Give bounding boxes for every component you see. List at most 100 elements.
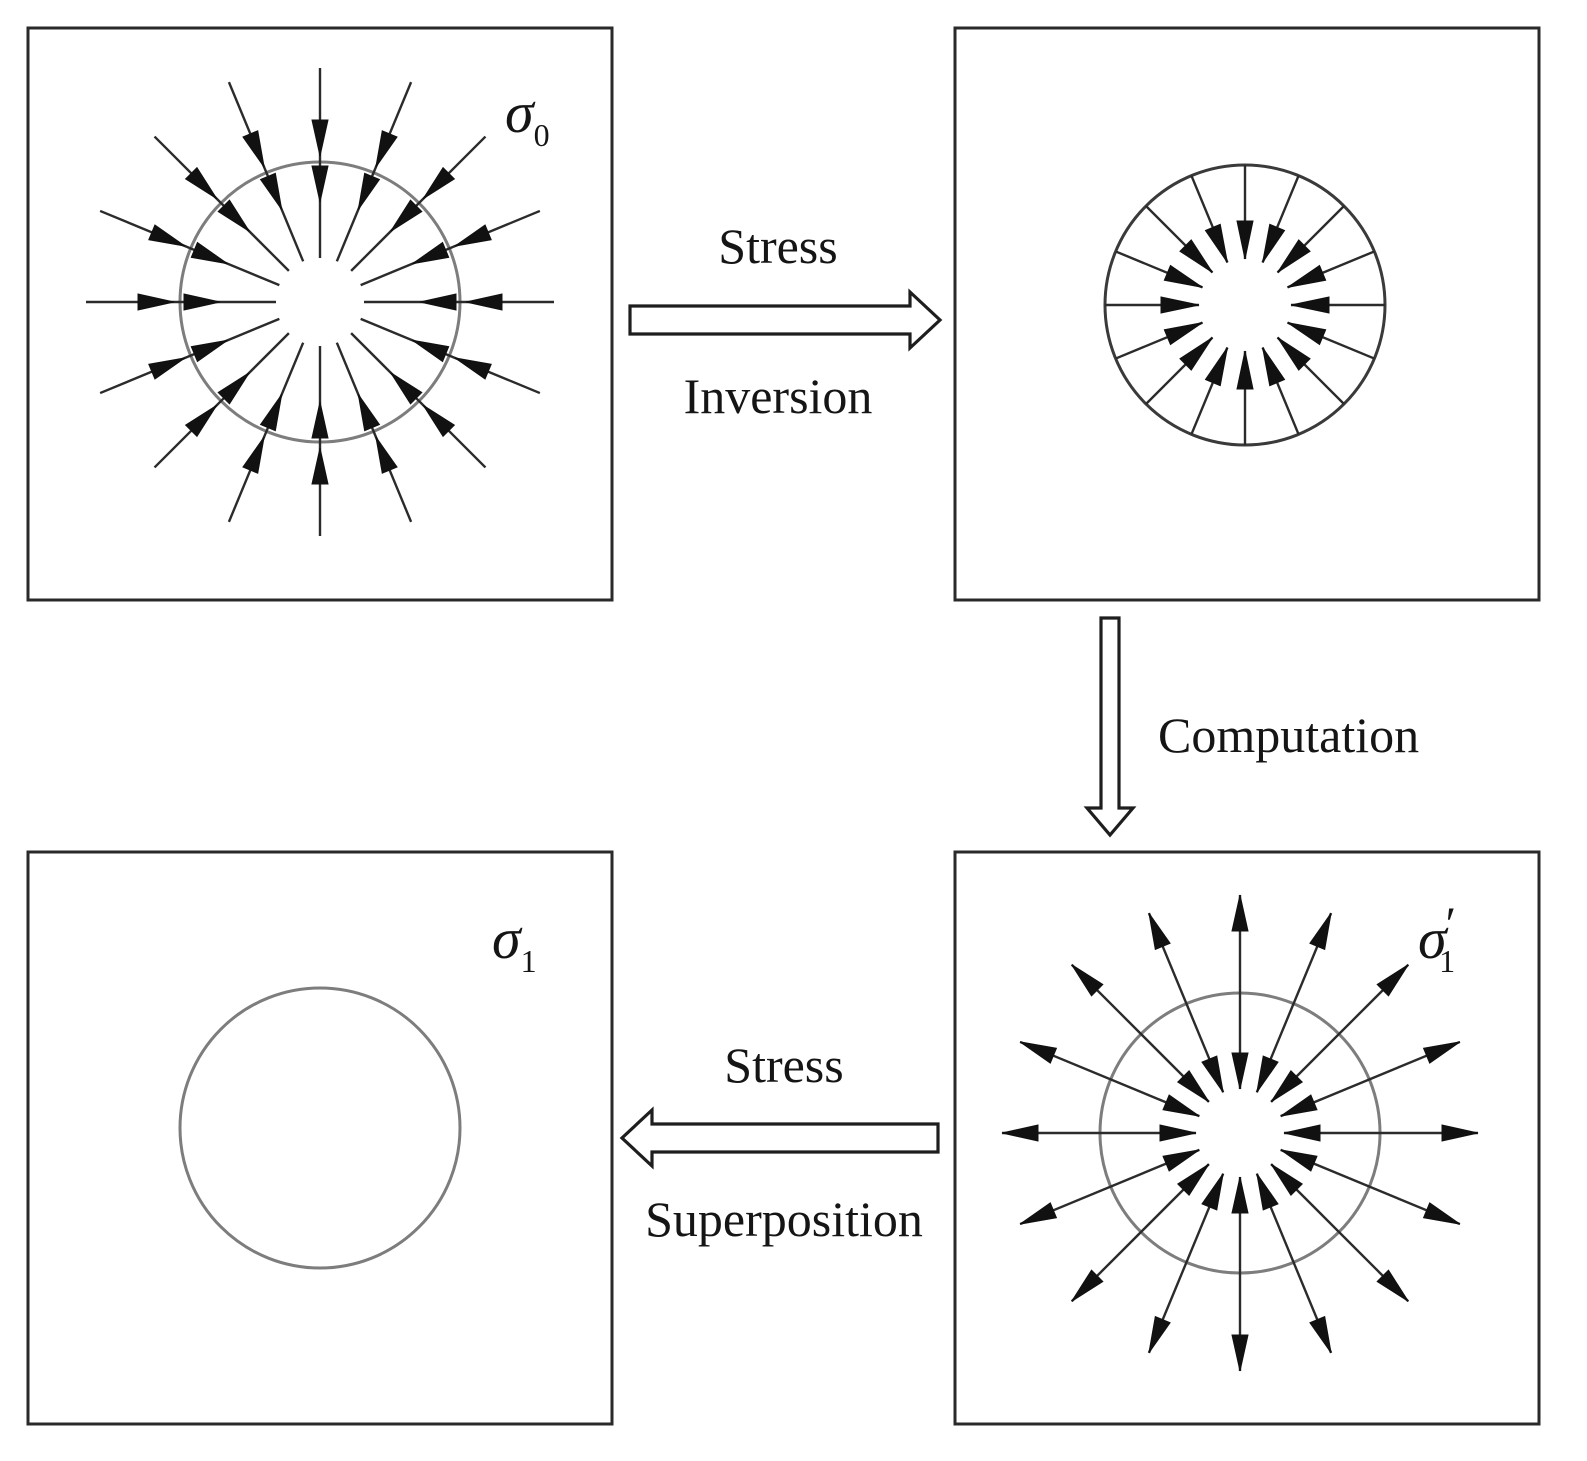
arrowhead	[148, 224, 186, 247]
arrowhead	[190, 241, 228, 265]
panel-computed-stress: σ′1	[953, 850, 1541, 1426]
arrowhead	[454, 224, 492, 247]
arrowhead	[1231, 1052, 1249, 1090]
arrowhead	[1201, 1173, 1224, 1211]
arrowhead	[1071, 1269, 1104, 1302]
arrowhead	[1176, 1163, 1210, 1197]
arrowhead	[465, 293, 503, 311]
arrowhead	[412, 241, 450, 265]
stress-vector-line	[153, 332, 290, 469]
arrowhead	[1280, 1149, 1318, 1172]
stress-vector-line	[99, 209, 280, 287]
arrowhead	[1270, 1069, 1304, 1103]
arrowhead	[217, 199, 250, 232]
arrowhead	[217, 372, 250, 405]
arrowhead	[1376, 964, 1409, 997]
stress-vector-line	[227, 342, 305, 523]
arrowhead	[1256, 1173, 1279, 1211]
stress-vector-line	[335, 342, 413, 523]
arrowhead	[390, 199, 423, 232]
arrowhead	[1148, 912, 1171, 951]
arrowhead	[422, 404, 456, 438]
boundary-circle	[178, 986, 462, 1270]
arrowhead	[1160, 296, 1200, 314]
sigma1-prime-label: σ′1	[1418, 898, 1455, 979]
arrowhead	[1283, 1124, 1321, 1142]
arrowhead	[1231, 1334, 1249, 1372]
arrowhead	[184, 404, 218, 438]
flow-arrow-inversion: Stress Inversion	[628, 218, 943, 424]
arrowhead	[1148, 1315, 1171, 1354]
arrowhead	[1277, 239, 1311, 273]
arrowhead	[1277, 337, 1311, 371]
stress-vector-line	[335, 81, 413, 262]
stress-vector-line	[99, 317, 280, 395]
arrowhead	[1201, 1055, 1224, 1093]
initial-stress-vectors	[86, 68, 554, 536]
arrowhead	[1204, 223, 1228, 263]
arrowhead	[148, 357, 186, 380]
panel-final-stress: σ1	[26, 850, 614, 1426]
arrowhead	[357, 172, 381, 210]
arrowhead	[242, 130, 265, 168]
arrowhead	[1231, 1176, 1249, 1214]
arrowhead	[1163, 264, 1203, 288]
sigma0-label: σ0	[505, 80, 550, 153]
arrowhead	[259, 172, 283, 210]
arrowhead	[183, 293, 221, 311]
sigma1-label: σ1	[492, 906, 537, 979]
arrowhead	[1236, 350, 1254, 390]
computation-label: Computation	[1158, 707, 1419, 763]
arrowhead	[1290, 296, 1330, 314]
flow-arrow-superposition: Stress Superposition	[619, 1037, 940, 1247]
arrowhead	[184, 166, 218, 200]
stress-vector-line	[153, 135, 290, 272]
panel-initial-stress: σ0	[26, 26, 614, 602]
arrowhead	[1376, 1269, 1409, 1302]
arrowhead	[375, 130, 398, 168]
arrowhead	[137, 293, 175, 311]
inversion-label-line1: Stress	[718, 218, 837, 274]
arrowhead	[1262, 347, 1286, 387]
arrowhead	[1441, 1124, 1479, 1142]
arrowhead	[1309, 1315, 1332, 1354]
arrowhead	[357, 394, 381, 432]
arrowhead	[1019, 1041, 1058, 1064]
stress-vector-line	[360, 209, 541, 287]
stress-vector-line	[360, 317, 541, 395]
computed-stress-vectors	[1001, 894, 1479, 1372]
arrowhead	[311, 447, 329, 485]
stress-vector-line	[227, 81, 305, 262]
arrowhead	[190, 339, 228, 363]
superposition-label-line1: Stress	[724, 1037, 843, 1093]
arrowhead	[1176, 1069, 1210, 1103]
arrowhead	[311, 165, 329, 203]
arrowhead	[1270, 1163, 1304, 1197]
panel-inverted-stress	[953, 26, 1541, 602]
stress-vector-line	[350, 135, 487, 272]
arrowhead	[1256, 1055, 1279, 1093]
arrowhead	[1179, 239, 1213, 273]
arrowhead	[1262, 223, 1286, 263]
right-hollow-arrow	[628, 288, 943, 352]
arrowhead	[1309, 912, 1332, 951]
arrowhead	[1159, 1124, 1197, 1142]
arrowhead	[419, 293, 457, 311]
arrowhead	[1231, 894, 1249, 932]
superposition-label-line2: Superposition	[645, 1191, 923, 1247]
arrowhead	[1019, 1202, 1058, 1225]
arrowhead	[1287, 322, 1327, 346]
arrowhead	[1422, 1041, 1461, 1064]
flow-arrow-computation: Computation	[1083, 616, 1419, 838]
arrowhead	[242, 436, 265, 474]
arrowhead	[311, 401, 329, 439]
arrowhead	[1204, 347, 1228, 387]
arrowhead	[1162, 1094, 1200, 1117]
left-hollow-arrow	[619, 1106, 940, 1170]
arrowhead	[1236, 220, 1254, 260]
arrowhead	[1179, 337, 1213, 371]
arrowhead	[1071, 964, 1104, 997]
arrowhead	[259, 394, 283, 432]
arrowhead	[311, 119, 329, 157]
